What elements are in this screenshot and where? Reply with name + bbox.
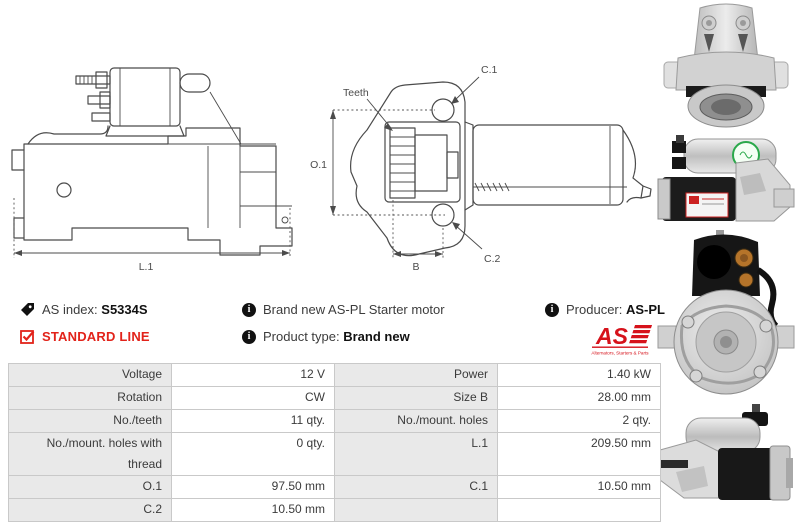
dim-label-teeth: Teeth bbox=[343, 87, 369, 99]
producer-label: Producer: bbox=[566, 302, 623, 317]
dim-label-c1: C.1 bbox=[481, 64, 498, 76]
as-pl-logo: AS Alternators, Starters & Parts bbox=[591, 323, 652, 356]
spec-value: 209.50 mm bbox=[497, 432, 661, 476]
spec-label: Size B bbox=[334, 386, 498, 410]
as-pl-logo-text: AS bbox=[595, 323, 629, 349]
as-index-label: AS index: bbox=[42, 302, 98, 317]
spec-label: C.1 bbox=[334, 475, 498, 499]
spec-label: C.2 bbox=[8, 498, 172, 522]
table-row: Voltage 12 V Power 1.40 kW bbox=[8, 363, 661, 387]
spec-table: Voltage 12 V Power 1.40 kW Rotation CW S… bbox=[8, 363, 661, 522]
spec-value: 11 qty. bbox=[171, 409, 335, 433]
as-index-row: AS index: S5334S bbox=[20, 302, 148, 317]
technical-drawing-side-view: L.1 bbox=[11, 67, 293, 273]
spec-label: L.1 bbox=[334, 432, 498, 476]
spec-value: CW bbox=[171, 386, 335, 410]
product-photo-side-angled bbox=[658, 404, 793, 501]
product-type-row: i Product type: Brand new bbox=[242, 329, 410, 344]
spec-label: Voltage bbox=[8, 363, 172, 387]
product-photo-side bbox=[657, 135, 795, 222]
info-icon: i bbox=[242, 302, 256, 317]
spec-label bbox=[334, 498, 498, 522]
info-icon: i bbox=[242, 329, 256, 344]
tag-icon bbox=[21, 303, 34, 316]
table-row: O.1 97.50 mm C.1 10.50 mm bbox=[8, 475, 661, 499]
product-type-label: Product type: bbox=[263, 329, 340, 344]
spec-label: Rotation bbox=[8, 386, 172, 410]
as-index-value: S5334S bbox=[101, 302, 148, 317]
standard-line-badge: STANDARD LINE bbox=[42, 329, 150, 344]
table-row: No./mount. holes with thread 0 qty. L.1 … bbox=[8, 432, 661, 476]
producer-value: AS-PL bbox=[626, 302, 665, 317]
table-row: C.2 10.50 mm bbox=[8, 498, 661, 522]
spec-value bbox=[497, 498, 661, 522]
dim-label-o1: O.1 bbox=[310, 159, 327, 171]
spec-label: No./mount. holes with thread bbox=[8, 432, 172, 476]
checkbox-checked-icon bbox=[20, 330, 35, 344]
spec-label: Power bbox=[334, 363, 498, 387]
spec-value: 97.50 mm bbox=[171, 475, 335, 499]
spec-label: O.1 bbox=[8, 475, 172, 499]
product-type-value: Brand new bbox=[343, 329, 410, 344]
product-photo-rear bbox=[657, 230, 795, 395]
description-row: i Brand new AS-PL Starter motor bbox=[242, 302, 445, 317]
product-photo-front bbox=[663, 3, 789, 128]
producer-row: i Producer: AS-PL bbox=[545, 302, 665, 317]
spec-value: 10.50 mm bbox=[497, 475, 661, 499]
info-icon: i bbox=[545, 302, 559, 317]
table-row: No./teeth 11 qty. No./mount. holes 2 qty… bbox=[8, 409, 661, 433]
spec-value: 12 V bbox=[171, 363, 335, 387]
spec-value: 1.40 kW bbox=[497, 363, 661, 387]
spec-value: 2 qty. bbox=[497, 409, 661, 433]
product-description: Brand new AS-PL Starter motor bbox=[263, 302, 445, 317]
as-pl-logo-tagline: Alternators, Starters & Parts bbox=[591, 351, 649, 356]
spec-label: No./mount. holes bbox=[334, 409, 498, 433]
spec-value: 10.50 mm bbox=[171, 498, 335, 522]
spec-value: 28.00 mm bbox=[497, 386, 661, 410]
spec-label: No./teeth bbox=[8, 409, 172, 433]
dim-label-l1: L.1 bbox=[139, 261, 154, 273]
dim-label-b: B bbox=[412, 261, 419, 273]
spec-value: 0 qty. bbox=[171, 432, 335, 476]
product-line-row: STANDARD LINE bbox=[20, 329, 150, 344]
technical-drawing-front-view: O.1 Teeth C.1 C.2 B bbox=[310, 64, 652, 273]
table-row: Rotation CW Size B 28.00 mm bbox=[8, 386, 661, 410]
dim-label-c2: C.2 bbox=[484, 253, 501, 265]
